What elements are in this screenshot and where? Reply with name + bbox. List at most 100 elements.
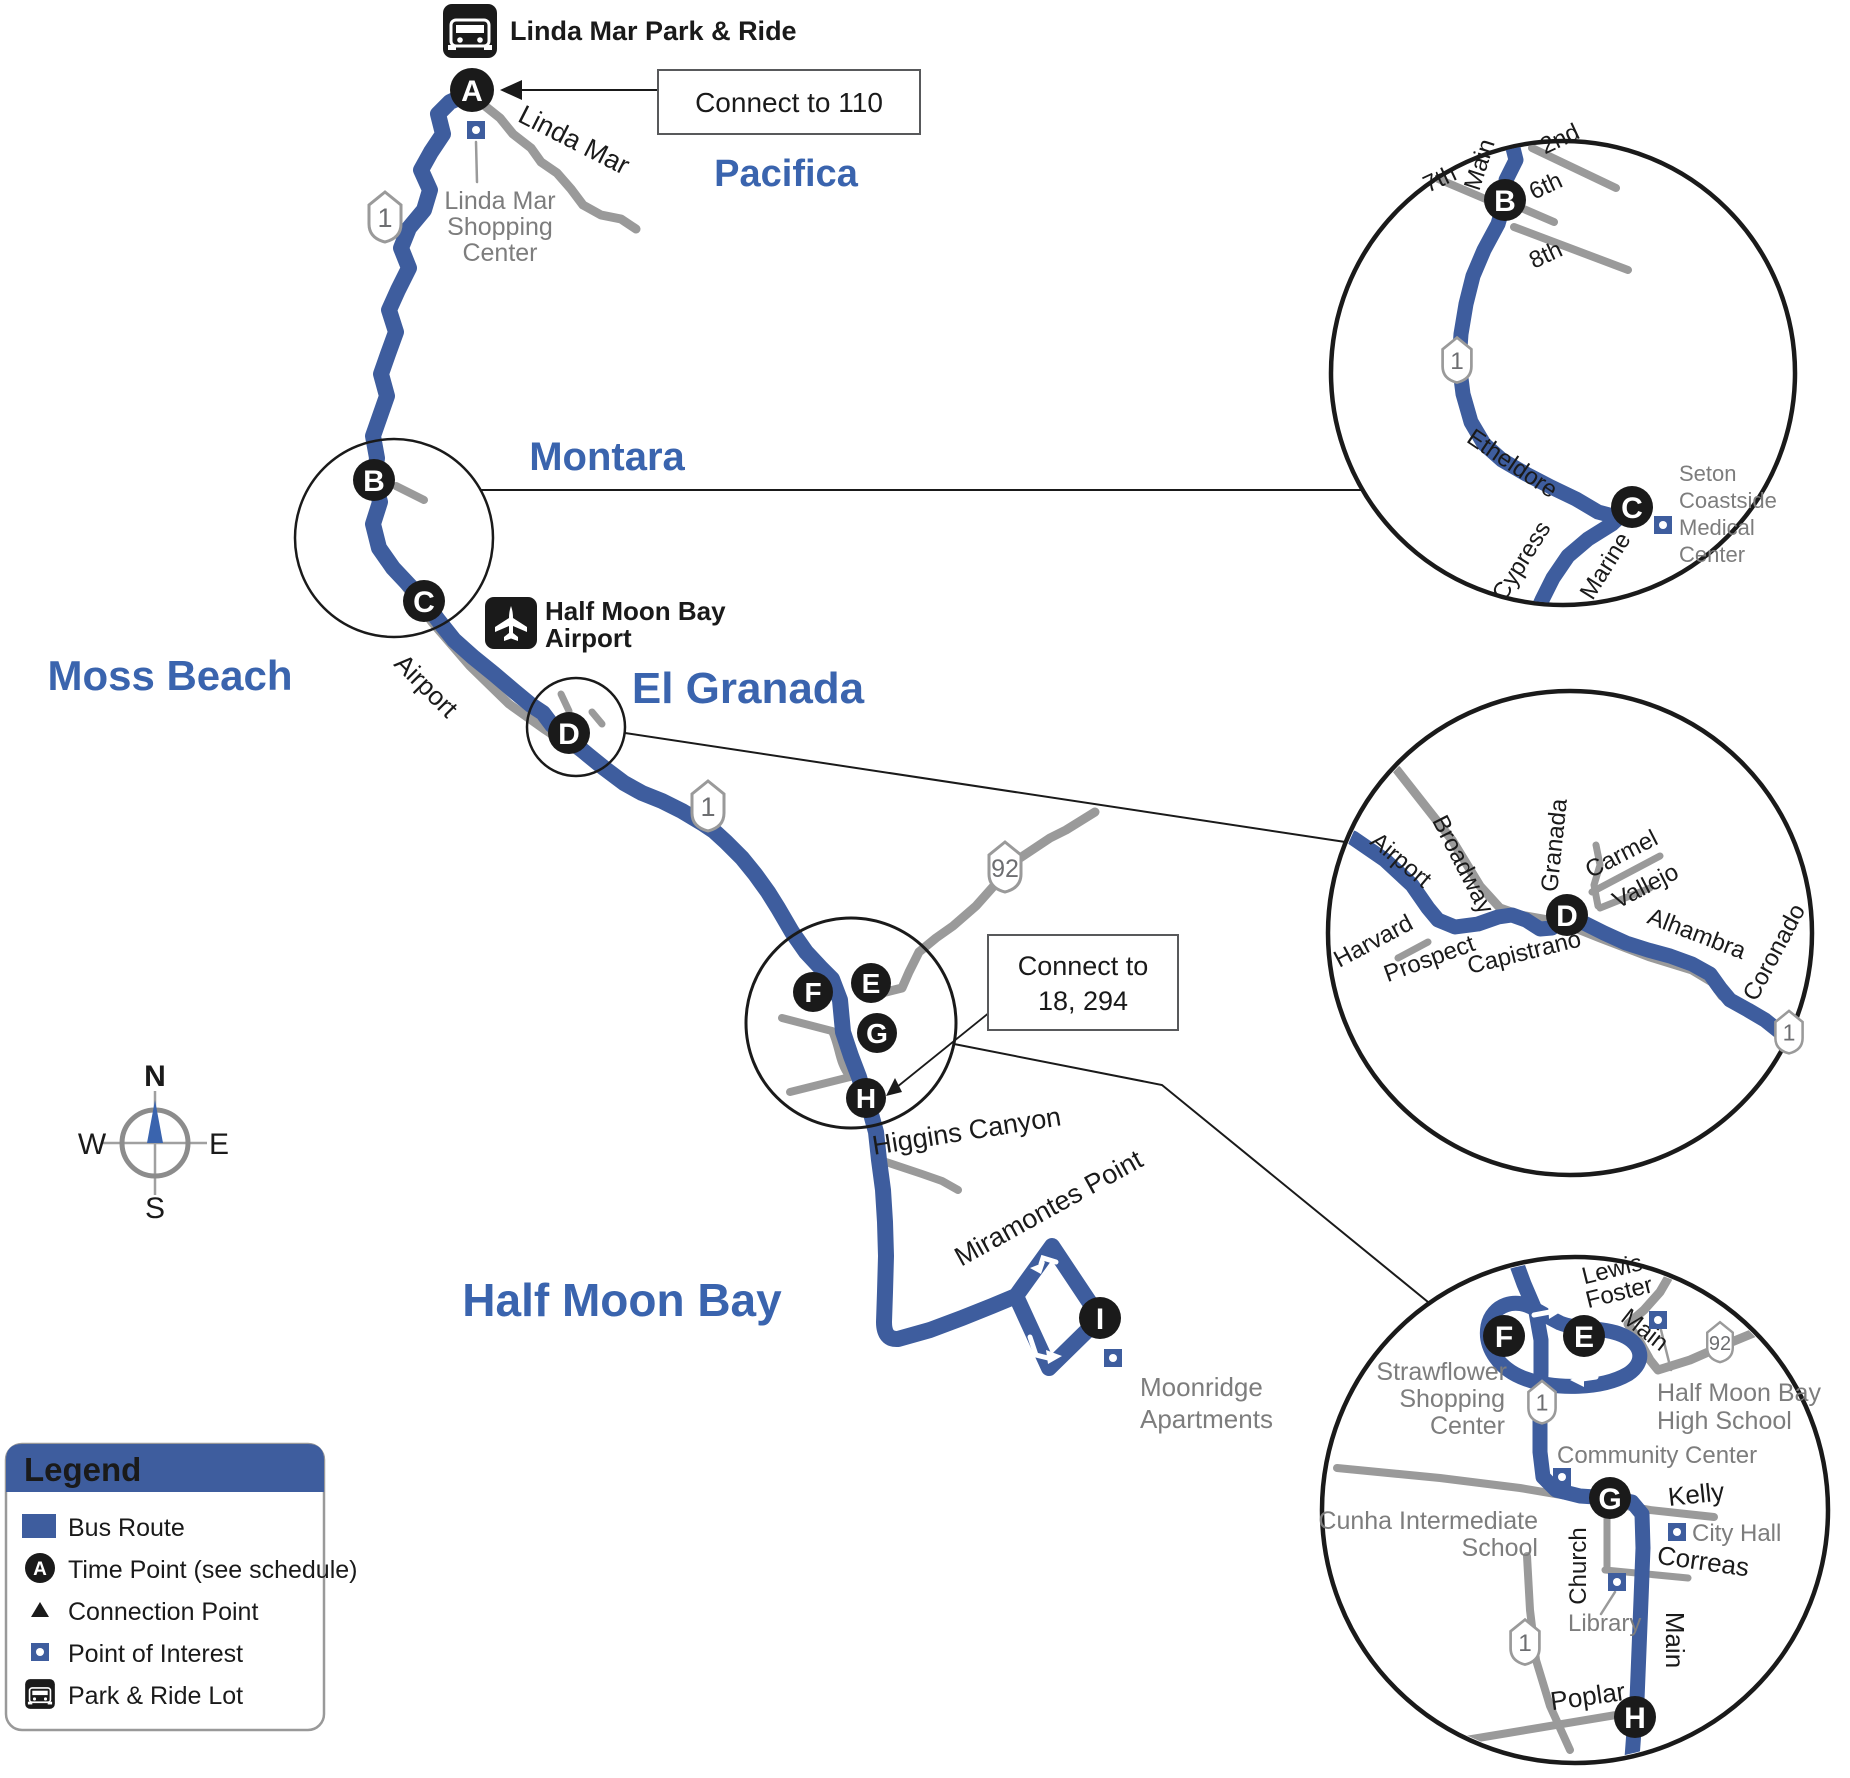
inset-bc-circle <box>1328 138 1798 608</box>
label-moonridge-2: Apartments <box>1140 1404 1273 1434</box>
legend-poi-icon <box>31 1643 49 1661</box>
label-cunha-2: School <box>1462 1534 1538 1562</box>
road-kelly-stub <box>778 1014 836 1035</box>
legend-bus-route-swatch <box>22 1514 56 1538</box>
shield-1-label: 1 <box>1450 348 1464 375</box>
connection-triangle-a <box>500 80 522 100</box>
legend-header <box>6 1444 324 1492</box>
legend-item-park-ride: Park & Ride Lot <box>68 1682 243 1710</box>
shield-92-label: 92 <box>1709 1333 1731 1355</box>
label-hmb-airport-2: Airport <box>545 623 632 653</box>
inset-d-content <box>1345 765 1809 1080</box>
inset-label-kelly: Kelly <box>1666 1476 1725 1512</box>
compass: N W E S <box>78 1060 229 1225</box>
label-seton-3: Medical <box>1679 515 1755 540</box>
shield-1-label: 1 <box>700 792 715 822</box>
inset-loop-arrow-right-head <box>1548 1304 1562 1319</box>
leader-efgh-inset <box>953 1043 1429 1303</box>
inset-loop-arrow-left-line <box>1579 1374 1599 1382</box>
legend-item-time-point: Time Point (see schedule) <box>68 1556 357 1584</box>
compass-s: S <box>145 1192 165 1225</box>
legend-item-connection: Connection Point <box>68 1598 258 1626</box>
inset-road-harvard <box>1394 938 1432 962</box>
timepoint-g: G <box>857 1013 897 1053</box>
airport-icon <box>485 597 537 649</box>
legend-connection-icon <box>31 1602 49 1617</box>
poi-library <box>1608 1573 1626 1591</box>
callout-18-294-line1: Connect to <box>1018 951 1149 981</box>
label-hmb-high-2: High School <box>1657 1407 1792 1435</box>
label-linda-mar-sc-2: Shopping <box>447 213 553 241</box>
inset-timepoint-b: B <box>1484 179 1526 221</box>
svg-text:B: B <box>1494 185 1516 218</box>
shield-hwy1-mid: 1 <box>690 779 726 833</box>
road-b-stub <box>392 482 428 504</box>
inset-shield-hwy1: 1 <box>1441 336 1473 384</box>
callout-110: Connect to 110 <box>500 69 921 135</box>
inset-road-granada <box>1590 841 1604 910</box>
inset-shield-hwy1-mid: 1 <box>1774 1009 1804 1055</box>
compass-n: N <box>144 1060 166 1093</box>
compass-needle <box>147 1100 163 1143</box>
label-community-center: Community Center <box>1557 1442 1757 1469</box>
road-label-higgins: Higgins Canyon <box>870 1101 1063 1160</box>
circle-efgh <box>744 916 958 1130</box>
circle-d <box>525 676 627 778</box>
label-hmb-high-1: Half Moon Bay <box>1657 1379 1821 1407</box>
legend-timepoint-icon: A <box>25 1553 55 1583</box>
svg-text:H: H <box>856 1083 876 1114</box>
loop-arrow-bottom-line <box>1027 1334 1051 1361</box>
inset-timepoint-c: C <box>1611 486 1653 528</box>
leader-d-inset <box>624 732 1353 844</box>
road-linda-mar <box>475 97 641 234</box>
legend: Legend Bus Route A Time Point (see sched… <box>4 1442 357 1732</box>
inset-efgh-route <box>1505 1260 1651 1760</box>
svg-text:D: D <box>558 718 580 751</box>
inset-loop-arrow-left-head <box>1570 1372 1584 1387</box>
shield-1-label: 1 <box>377 203 392 233</box>
callout-18-294: Connect to 18, 294 <box>886 934 1179 1096</box>
inset-d-route <box>1345 830 1809 1080</box>
timepoint-e: E <box>851 963 891 1003</box>
label-city-hall: City Hall <box>1692 1520 1781 1547</box>
callout-18-294-line2: 18, 294 <box>1038 986 1128 1016</box>
shield-hwy92: 92 <box>987 840 1023 894</box>
label-park-ride: Linda Mar Park & Ride <box>510 16 797 46</box>
timepoint-f: F <box>793 972 833 1012</box>
inset-road-2nd <box>1528 144 1620 192</box>
timepoint-h: H <box>846 1078 886 1118</box>
timepoint-c: C <box>403 580 445 622</box>
inset-shield-hwy92: 92 <box>1705 1320 1735 1364</box>
shield-1-label: 1 <box>1536 1390 1549 1416</box>
poi-leader-linda-mar-sc <box>474 140 479 184</box>
city-montara: Montara <box>529 435 685 479</box>
label-cunha-1: Cunha Intermediate <box>1318 1507 1538 1535</box>
poi-seton <box>1654 516 1672 534</box>
inset-road-poplar <box>1462 1708 1638 1744</box>
svg-text:F: F <box>804 977 821 1008</box>
city-half-moon-bay: Half Moon Bay <box>462 1274 782 1326</box>
connection-triangle-h <box>886 1078 902 1096</box>
svg-text:H: H <box>1624 1702 1646 1735</box>
poi-leader-library <box>1599 1590 1617 1616</box>
shield-92-label: 92 <box>991 855 1019 883</box>
inset-timepoint-d: D <box>1546 894 1588 936</box>
svg-text:G: G <box>1598 1483 1621 1516</box>
timepoint-i: I <box>1079 1297 1121 1339</box>
inset-timepoint-g: G <box>1589 1477 1631 1519</box>
loop-arrow-top-line <box>1038 1254 1059 1267</box>
city-el-granada: El Granada <box>632 664 865 713</box>
legend-item-poi: Point of Interest <box>68 1640 243 1668</box>
shield-1-label: 1 <box>1783 1020 1796 1046</box>
label-hmb-airport-1: Half Moon Bay <box>545 596 726 626</box>
poi-leader-hmb-high <box>1659 1328 1673 1372</box>
label-linda-mar-sc-3: Center <box>462 239 537 267</box>
inset-shield-hwy1-straw: 1 <box>1527 1379 1557 1425</box>
inset-loop-arrow-right-line <box>1531 1309 1553 1318</box>
poi-city-hall <box>1668 1523 1686 1541</box>
detail-circles <box>293 437 958 1130</box>
inset-leader-lines <box>481 489 1429 1303</box>
inset-timepoint-e: E <box>1563 1315 1605 1357</box>
